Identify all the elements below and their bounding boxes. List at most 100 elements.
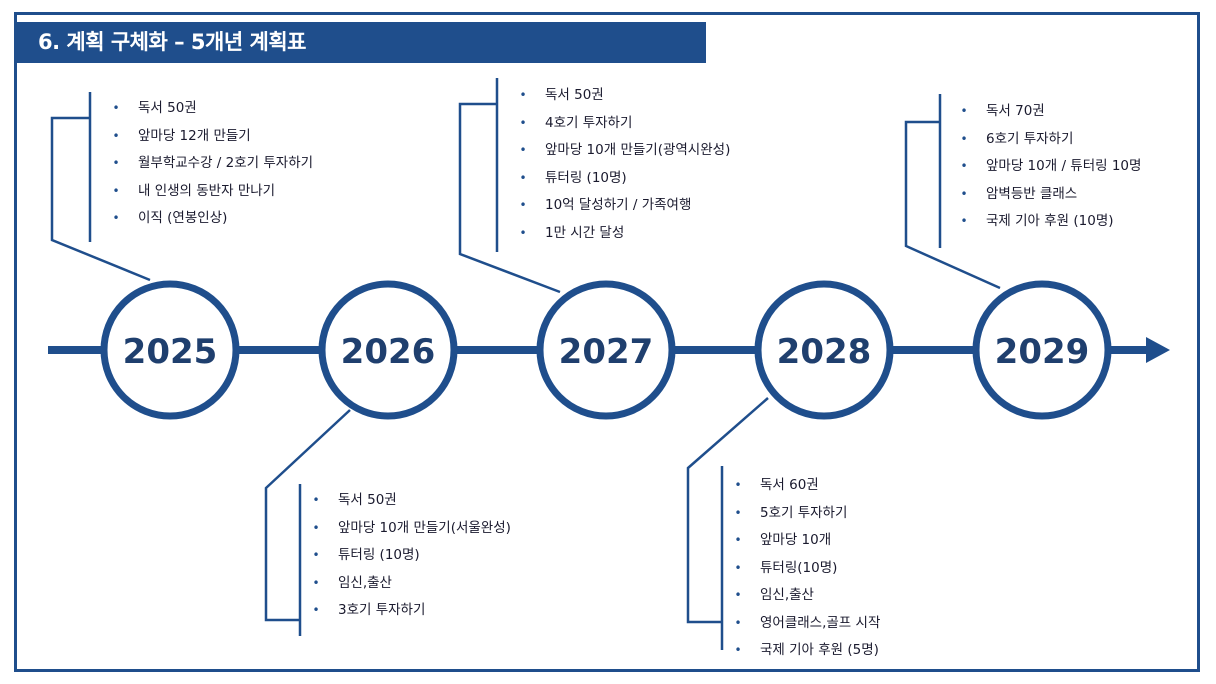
bullet-icon: • bbox=[734, 505, 742, 520]
plan-group-2028: • 독서 60권 •5호기 투자하기 • 앞마당 10개 • 튜터링(10명) • 임신… bbox=[732, 472, 880, 665]
bullet-icon: • bbox=[312, 548, 320, 562]
bullet-icon: • bbox=[960, 186, 968, 201]
bullet-icon: • bbox=[112, 211, 120, 225]
plan-item-text: 3호기 투자하기 bbox=[338, 602, 426, 618]
bullet-icon: • bbox=[519, 115, 527, 130]
bullet-icon: • bbox=[312, 575, 320, 590]
plan-item-text: 튜터링(10명) bbox=[760, 559, 838, 576]
bullet-icon: • bbox=[960, 159, 968, 173]
list-item: • 암벽등반 클래스 bbox=[958, 181, 1141, 209]
list-item: • 내 인생의 동반자 만나기 bbox=[110, 178, 313, 206]
list-item: • 임신,출산 bbox=[732, 582, 880, 610]
bullet-icon: • bbox=[734, 560, 742, 575]
list-item: • 10억 달성하기 / 가족여행 bbox=[517, 192, 730, 220]
list-item: • 앞마당 10개 만들기(서울완성) bbox=[310, 515, 511, 543]
list-item: • 앞마당 12개 만들기 bbox=[110, 123, 313, 151]
list-item: • 앞마당 10개 / 튜터링 10명 bbox=[958, 153, 1141, 181]
year-label: 2026 bbox=[341, 332, 436, 372]
plan-item-text: 내 인생의 동반자 만나기 bbox=[138, 182, 276, 199]
list-item: •5호기 투자하기 bbox=[732, 500, 880, 528]
bullet-icon: • bbox=[312, 520, 320, 535]
plan-item-text: 독서 50권 bbox=[338, 492, 397, 508]
plan-item-text: 독서 70권 bbox=[986, 103, 1045, 119]
plan-item-text: 4호기 투자하기 bbox=[545, 114, 633, 131]
year-node-2025: 2025 bbox=[100, 280, 240, 420]
list-item: • 국제 기아 후원 (5명) bbox=[732, 637, 880, 665]
bullet-icon: • bbox=[734, 588, 742, 602]
arrow-right-icon bbox=[1146, 337, 1170, 363]
plan-item-text: 독서 60권 bbox=[760, 477, 819, 493]
bullet-icon: • bbox=[734, 533, 742, 547]
plan-item-text: 튜터링 (10명) bbox=[545, 169, 627, 186]
connector-2027 bbox=[458, 78, 561, 294]
plan-item-text: 앞마당 12개 만들기 bbox=[138, 127, 251, 144]
list-item: • 앞마당 10개 bbox=[732, 527, 880, 555]
bullet-icon: • bbox=[112, 128, 120, 143]
plan-item-text: 튜터링 (10명) bbox=[338, 547, 420, 563]
plan-item-text: 앞마당 10개 만들기(서울완성) bbox=[338, 519, 511, 536]
bullet-icon: • bbox=[519, 170, 527, 185]
year-node-2029: 2029 bbox=[972, 280, 1112, 420]
connector-2025 bbox=[50, 92, 151, 282]
plan-item-text: 독서 50권 bbox=[545, 87, 604, 103]
plan-item-text: 이직 (연봉인상) bbox=[138, 210, 228, 226]
plan-item-text: 임신,출산 bbox=[338, 574, 392, 591]
list-item: • 튜터링 (10명) bbox=[310, 542, 511, 570]
plan-item-text: 앞마당 10개 bbox=[760, 532, 832, 548]
year-label: 2027 bbox=[559, 332, 654, 372]
plan-item-text: 국제 기아 후원 (10명) bbox=[986, 213, 1114, 229]
bullet-icon: • bbox=[519, 143, 527, 157]
list-item: • 4호기 투자하기 bbox=[517, 110, 730, 138]
list-item: • 임신,출산 bbox=[310, 570, 511, 598]
bullet-icon: • bbox=[312, 603, 320, 617]
list-item: • 독서 50권 bbox=[110, 95, 313, 123]
year-node-2028: 2028 bbox=[754, 280, 894, 420]
outer-frame bbox=[14, 12, 1200, 672]
year-label: 2028 bbox=[777, 332, 872, 372]
plan-item-text: 임신,출산 bbox=[760, 587, 814, 603]
list-item: • 독서 50권 bbox=[310, 487, 511, 515]
bullet-icon: • bbox=[960, 131, 968, 146]
plan-item-text: 독서 50권 bbox=[138, 100, 197, 116]
year-label: 2025 bbox=[123, 332, 218, 372]
bullet-icon: • bbox=[960, 214, 968, 228]
bullet-icon: • bbox=[734, 643, 742, 657]
list-item: • 3호기 투자하기 bbox=[310, 597, 511, 625]
connector-2026 bbox=[264, 409, 351, 636]
year-label: 2029 bbox=[995, 332, 1090, 372]
bullet-icon: • bbox=[112, 183, 120, 198]
list-item: • 앞마당 10개 만들기(광역시완성) bbox=[517, 137, 730, 165]
plan-item-text: 6호기 투자하기 bbox=[986, 130, 1074, 147]
bullet-icon: • bbox=[112, 101, 120, 115]
plan-group-2029: • 독서 70권 • 6호기 투자하기 • 앞마당 10개 / 튜터링 10명 • 암벽… bbox=[958, 98, 1141, 236]
list-item: • 튜터링(10명) bbox=[732, 555, 880, 583]
connector-2028 bbox=[686, 397, 769, 650]
page-title: 6. 계획 구체화 – 5개년 계획표 bbox=[16, 22, 706, 63]
plan-item-text: 암벽등반 클래스 bbox=[986, 185, 1078, 202]
plan-item-text: 앞마당 10개 / 튜터링 10명 bbox=[986, 158, 1142, 174]
plan-group-2025: •독서 50권 •앞마당 12개 만들기 •월부학교수강 / 2호기 투자하기 … bbox=[110, 95, 313, 233]
plan-item-text: 앞마당 10개 만들기(광역시완성) bbox=[545, 142, 731, 158]
bullet-icon: • bbox=[519, 198, 527, 212]
list-item: •월부학교수강 / 2호기 투자하기 bbox=[110, 150, 313, 178]
year-node-2026: 2026 bbox=[318, 280, 458, 420]
bullet-icon: • bbox=[312, 493, 320, 507]
bullet-icon: • bbox=[519, 88, 527, 102]
list-item: •1만 시간 달성 bbox=[517, 220, 730, 248]
list-item: • 독서 50권 bbox=[517, 82, 730, 110]
list-item: • 국제 기아 후원 (10명) bbox=[958, 208, 1141, 236]
plan-group-2027: • 독서 50권 • 4호기 투자하기 • 앞마당 10개 만들기(광역시완성) • 튜… bbox=[517, 82, 730, 247]
bullet-icon: • bbox=[960, 104, 968, 118]
list-item: •영어클래스,골프 시작 bbox=[732, 610, 880, 638]
connector-2029 bbox=[904, 94, 1001, 290]
bullet-icon: • bbox=[519, 225, 527, 240]
plan-item-text: 10억 달성하기 / 가족여행 bbox=[545, 197, 692, 213]
plan-item-text: 국제 기아 후원 (5명) bbox=[760, 642, 879, 658]
list-item: • 6호기 투자하기 bbox=[958, 126, 1141, 154]
year-node-2027: 2027 bbox=[536, 280, 676, 420]
bullet-icon: • bbox=[734, 615, 742, 630]
plan-group-2026: • 독서 50권 • 앞마당 10개 만들기(서울완성) • 튜터링 (10명) • 임… bbox=[310, 487, 511, 625]
list-item: • 튜터링 (10명) bbox=[517, 165, 730, 193]
bullet-icon: • bbox=[734, 478, 742, 492]
